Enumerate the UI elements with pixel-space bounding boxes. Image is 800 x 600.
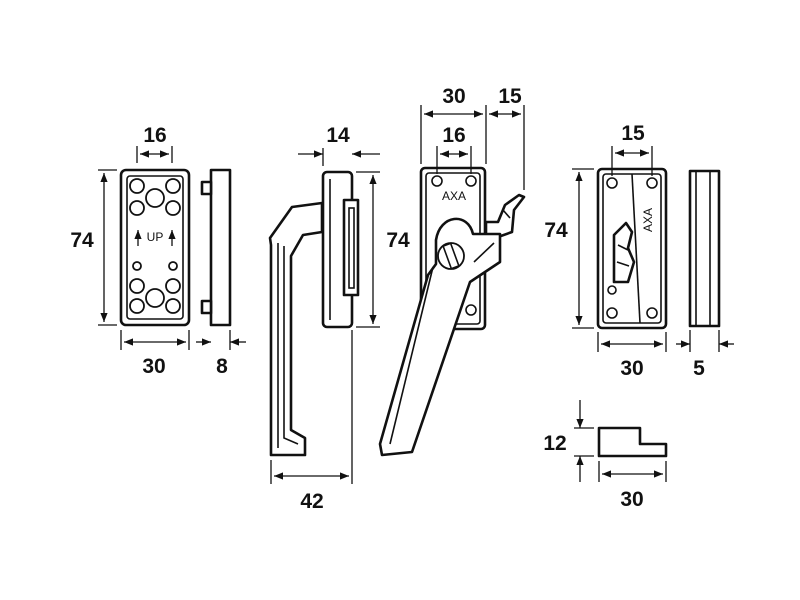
- dim-body-width-top: 14: [326, 124, 350, 147]
- dim-wedge-width: 30: [620, 488, 643, 511]
- up-label: UP: [147, 230, 164, 244]
- dim-latch-screw-spacing: 16: [442, 124, 465, 147]
- mounting-plate-side: [200, 168, 232, 327]
- dim-plate-left-height: 74: [70, 229, 94, 252]
- keeper-screw: [607, 285, 617, 295]
- dim-keeper-width-bottom: 30: [620, 357, 643, 380]
- dimension-lines: [98, 105, 734, 484]
- dim-keeper-width-top: 15: [621, 122, 645, 145]
- dim-keeper-height: 74: [544, 219, 568, 242]
- dim-plate-left-width-top: 16: [143, 124, 166, 147]
- dimension-labels: 16 74 30 8 14 74 42 30 15 16 15 74 30 5 …: [70, 85, 705, 513]
- keeper-brand: AXA: [641, 208, 655, 232]
- dim-plate-left-width-bottom: 30: [142, 355, 165, 378]
- dim-handle-length: 42: [300, 490, 323, 513]
- latch-screw: [431, 175, 443, 187]
- keeper-screw: [606, 177, 618, 189]
- dim-latch-width-top: 30: [442, 85, 465, 108]
- latch-screw: [465, 175, 477, 187]
- latch-screw: [465, 304, 477, 316]
- dim-body-height: 74: [386, 229, 410, 252]
- mounting-plate-front: UP: [119, 168, 191, 327]
- wedge-part: [597, 426, 668, 458]
- keeper-screw: [606, 307, 618, 319]
- latch-front-view: AXA: [378, 166, 526, 457]
- latch-brand: AXA: [442, 189, 466, 203]
- dim-keeper-depth: 5: [693, 357, 705, 380]
- keeper-side-view: [688, 169, 721, 328]
- keeper-front-view: AXA: [596, 167, 668, 330]
- keeper-screw: [646, 177, 658, 189]
- handle-side-view: [268, 170, 360, 457]
- keeper-screw: [646, 307, 658, 319]
- dim-latch-hook-offset: 15: [498, 85, 522, 108]
- dim-plate-left-depth: 8: [216, 355, 228, 378]
- dim-wedge-height: 12: [543, 432, 566, 455]
